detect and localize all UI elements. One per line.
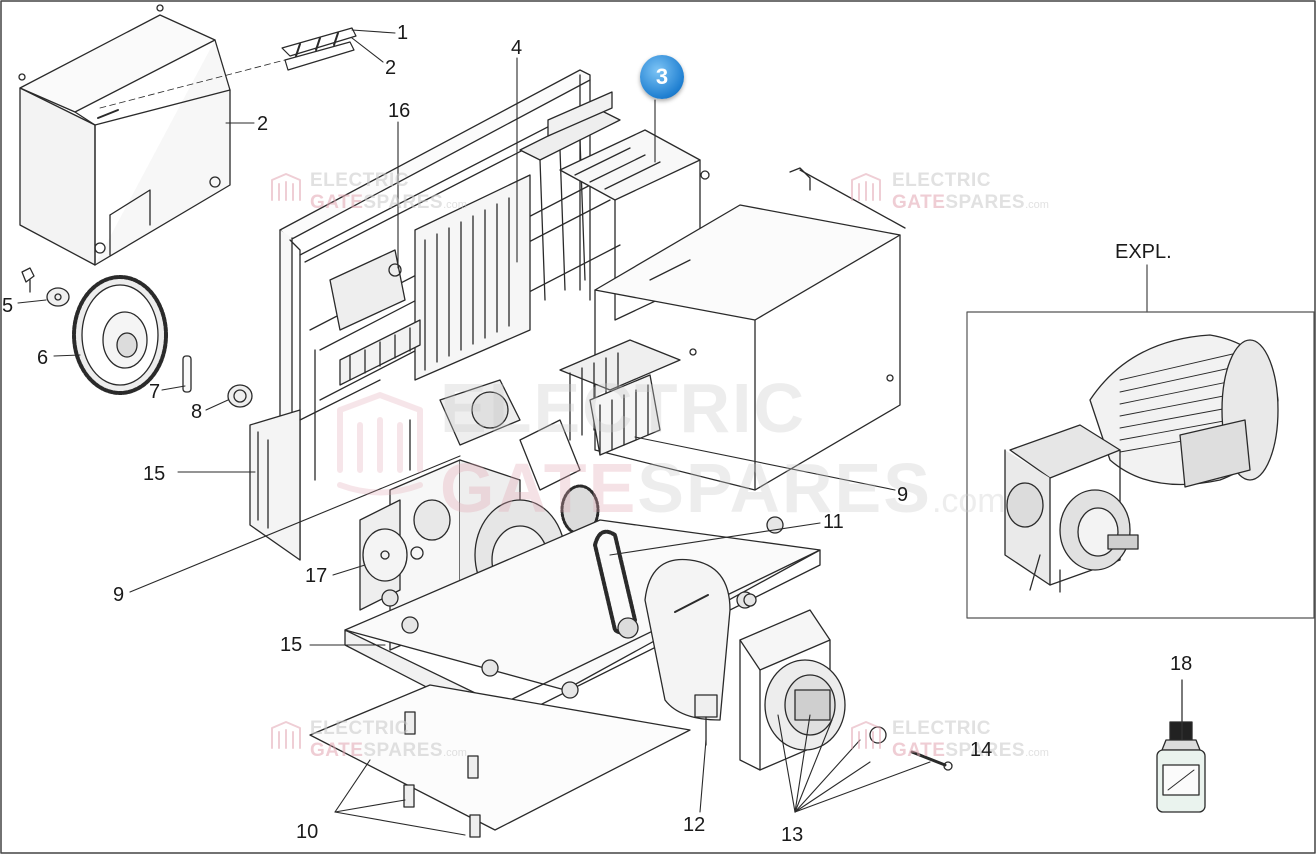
callout-2-cover: 2 [257,113,269,135]
release-key [910,750,953,771]
leader-lines [17,29,931,836]
electronics-cover-box [594,169,906,491]
callout-13: 13 [781,824,804,846]
callout-15-upper: 15 [143,463,166,485]
watermark-bottom-right: ELECTRIC GATESPARES.com [892,718,1049,761]
watermark-top-right: ELECTRIC GATESPARES.com [892,170,1049,213]
oil-bottle [1156,679,1206,813]
callout-18: 18 [1170,653,1193,675]
callout-10: 10 [296,821,319,843]
callout-15-lower: 15 [280,634,303,656]
logo-leader-dashed [99,59,286,109]
exploded-view-inset [966,264,1315,619]
callout-2-logo: 2 [385,57,397,79]
foundation-plate [309,684,691,838]
callout-17: 17 [305,565,328,587]
pin [182,355,192,393]
callout-16: 16 [388,100,411,122]
heat-sink [559,339,681,456]
callout-9-left: 9 [113,584,125,606]
control-board [299,91,621,421]
screw-and-washer [21,267,70,307]
watermark-top-left: ELECTRIC GATESPARES.com [310,170,467,213]
watermark-bottom-left: ELECTRIC GATESPARES.com [310,718,467,761]
release-housing [739,593,887,771]
watermark-center: ELECTRIC GATESPARES.com [440,369,1006,527]
callout-14: 14 [970,739,993,761]
callout-11: 11 [823,511,844,533]
side-plate [249,409,301,561]
faac-logo [281,27,357,71]
callout-5: 5 [2,295,14,317]
drive-gear [72,275,168,395]
callout-7: 7 [149,381,161,403]
callout-12: 12 [683,814,706,836]
watermark-big-logo [337,392,423,496]
callout-1: 1 [397,22,409,44]
belt-guard [644,558,731,721]
drive-belt [593,529,639,639]
nut [227,384,253,408]
watermark-small-logos [271,173,881,749]
expl-label: EXPL. [1115,241,1172,263]
callout-4: 4 [511,37,523,59]
cover-housing [18,4,231,266]
highlight-badge[interactable]: 3 [640,55,684,99]
callout-6: 6 [37,347,49,369]
encoder-unit [359,499,424,611]
callout-9-right: 9 [897,484,909,506]
callout-8: 8 [191,401,203,423]
